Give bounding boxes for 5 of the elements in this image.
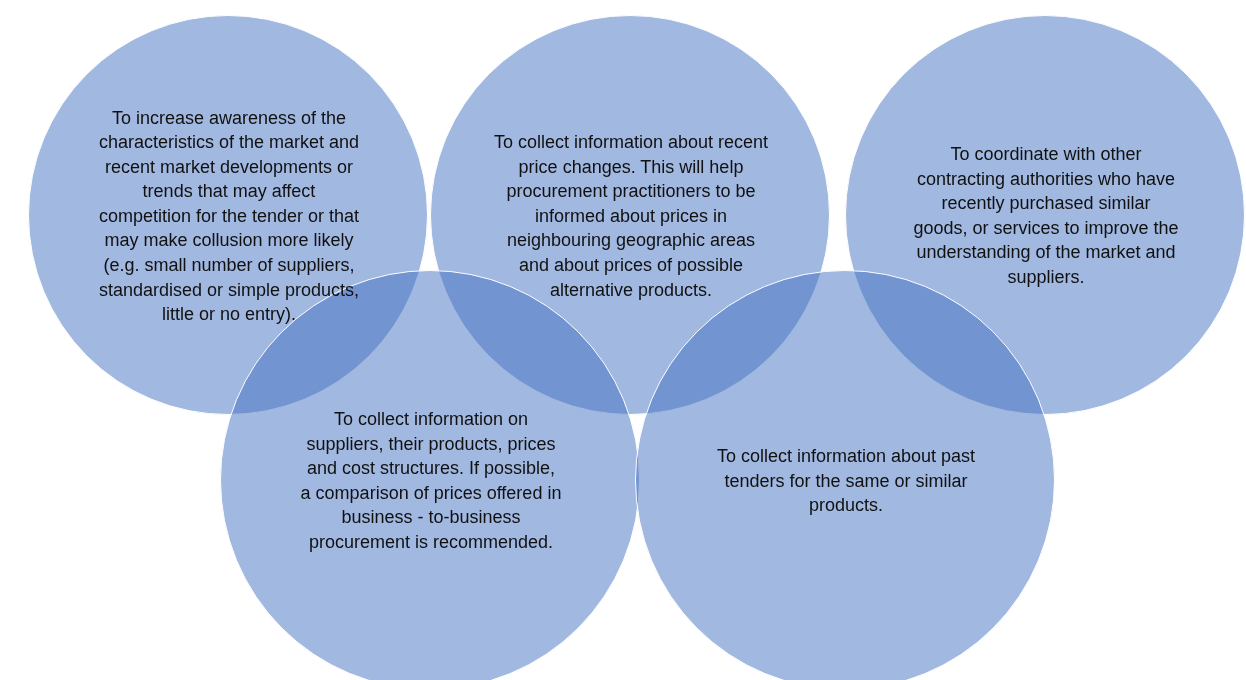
circle-text: To collect information on suppliers, their products, prices and cost structures. If possible, a comparison of prices offered in business - to-business procurement is recommended. [300, 408, 562, 554]
circle-text: To increase awareness of the characteristics of the market and recent market developments or trends that may affect competition for the tender or that may make collusion more likely (e.g. small number of suppliers, standardised or simple products, little or no entry). [98, 106, 360, 327]
circle-text: To coordinate with other contracting authorities who have recently purchased similar goods, or services to improve the understanding of the market and suppliers. [912, 143, 1180, 289]
circle-text: To collect information about past tenders for the same or similar products. [715, 445, 977, 518]
circle-text: To collect information about recent price changes. This will help procurement practitioners to be informed about prices in neighbouring geographic areas and about prices of possible alternative products. [493, 131, 769, 302]
